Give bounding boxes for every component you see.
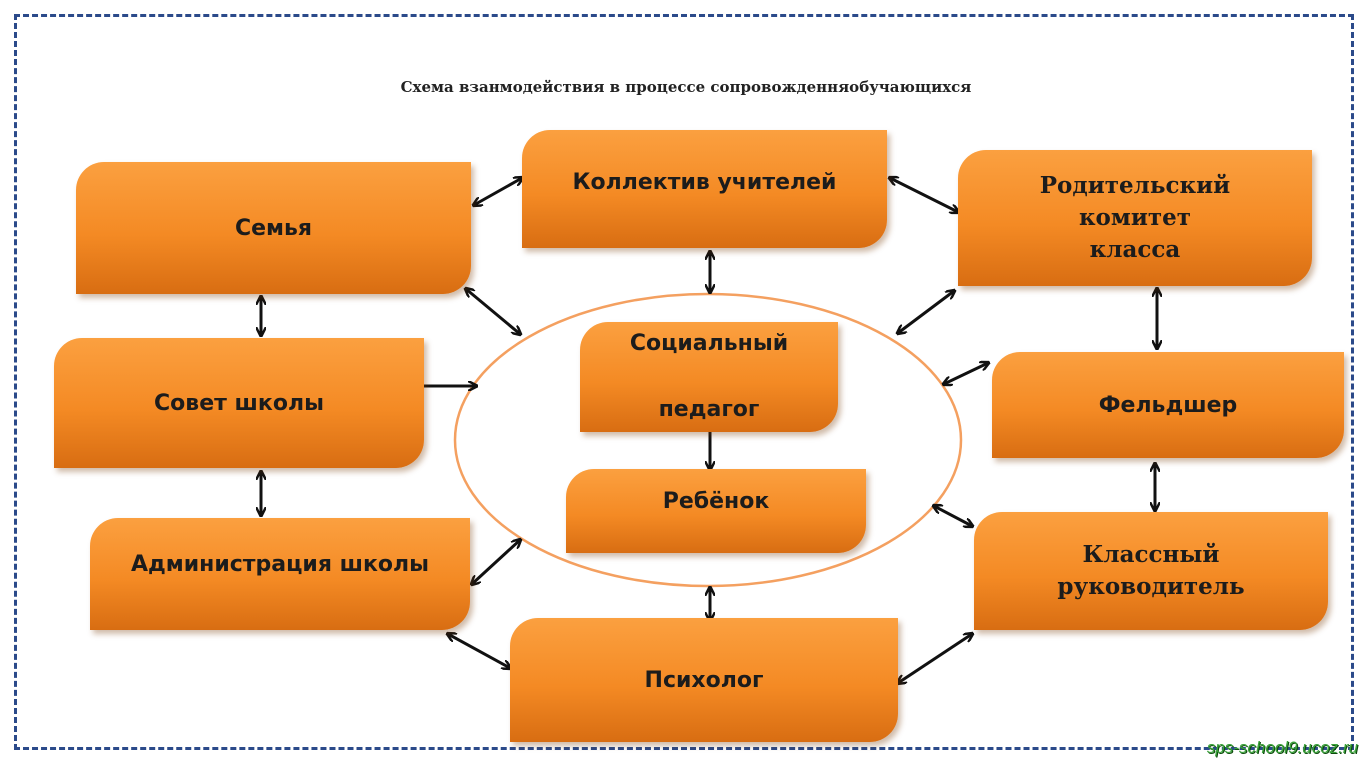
node-medic-label: Фельдшер bbox=[1098, 392, 1238, 418]
node-parents-committee: Родительский комитет класса bbox=[958, 150, 1312, 286]
diagram-title: Схема взанмодействия в процессе сопровож… bbox=[400, 78, 972, 96]
node-child-label: Ребёнок bbox=[662, 489, 770, 514]
node-psychologist-label: Психолог bbox=[644, 667, 764, 693]
arrow-teachers-parents bbox=[890, 178, 958, 212]
node-family-label: Семья bbox=[234, 215, 313, 241]
arrow-ellipse-medic bbox=[944, 363, 988, 384]
node-parents-label-2: комитет bbox=[1078, 204, 1192, 231]
arrow-parents-ellipse bbox=[898, 291, 954, 333]
node-social-label-1: Социальный bbox=[629, 331, 789, 356]
node-admin-label: Администрация школы bbox=[130, 552, 430, 577]
node-teachers-label: Коллектив учителей bbox=[572, 170, 837, 195]
node-family: Семья bbox=[76, 162, 471, 294]
node-parents-label-1: Родительский bbox=[1039, 172, 1231, 199]
node-child: Ребёнок bbox=[566, 469, 866, 553]
node-class-teacher: Классный руководитель bbox=[974, 512, 1328, 630]
node-parents-label-3: класса bbox=[1089, 236, 1181, 263]
arrow-ellipse-classteacher bbox=[934, 506, 972, 526]
node-school-administration: Администрация школы bbox=[90, 518, 470, 630]
node-teachers: Коллектив учителей bbox=[522, 130, 887, 248]
arrow-admin-ellipse bbox=[472, 540, 520, 584]
node-psychologist: Психолог bbox=[510, 618, 898, 742]
dashed-border-frame bbox=[14, 14, 1354, 750]
node-classteacher-label-1: Классный bbox=[1082, 541, 1220, 568]
node-council-label: Совет школы bbox=[154, 390, 324, 416]
node-school-council: Совет школы bbox=[54, 338, 424, 468]
node-social-pedagogue: Социальный педагог bbox=[580, 322, 838, 432]
node-medic: Фельдшер bbox=[992, 352, 1344, 458]
node-social-label-2: педагог bbox=[658, 397, 760, 422]
arrow-family-teachers bbox=[474, 178, 522, 205]
arrow-admin-psychologist bbox=[448, 634, 510, 668]
arrow-family-ellipse bbox=[466, 289, 520, 334]
arrow-psychologist-classteacher bbox=[898, 634, 972, 683]
node-classteacher-label-2: руководитель bbox=[1057, 573, 1245, 600]
site-watermark: sps-school9.ucoz.ru bbox=[1206, 738, 1358, 757]
